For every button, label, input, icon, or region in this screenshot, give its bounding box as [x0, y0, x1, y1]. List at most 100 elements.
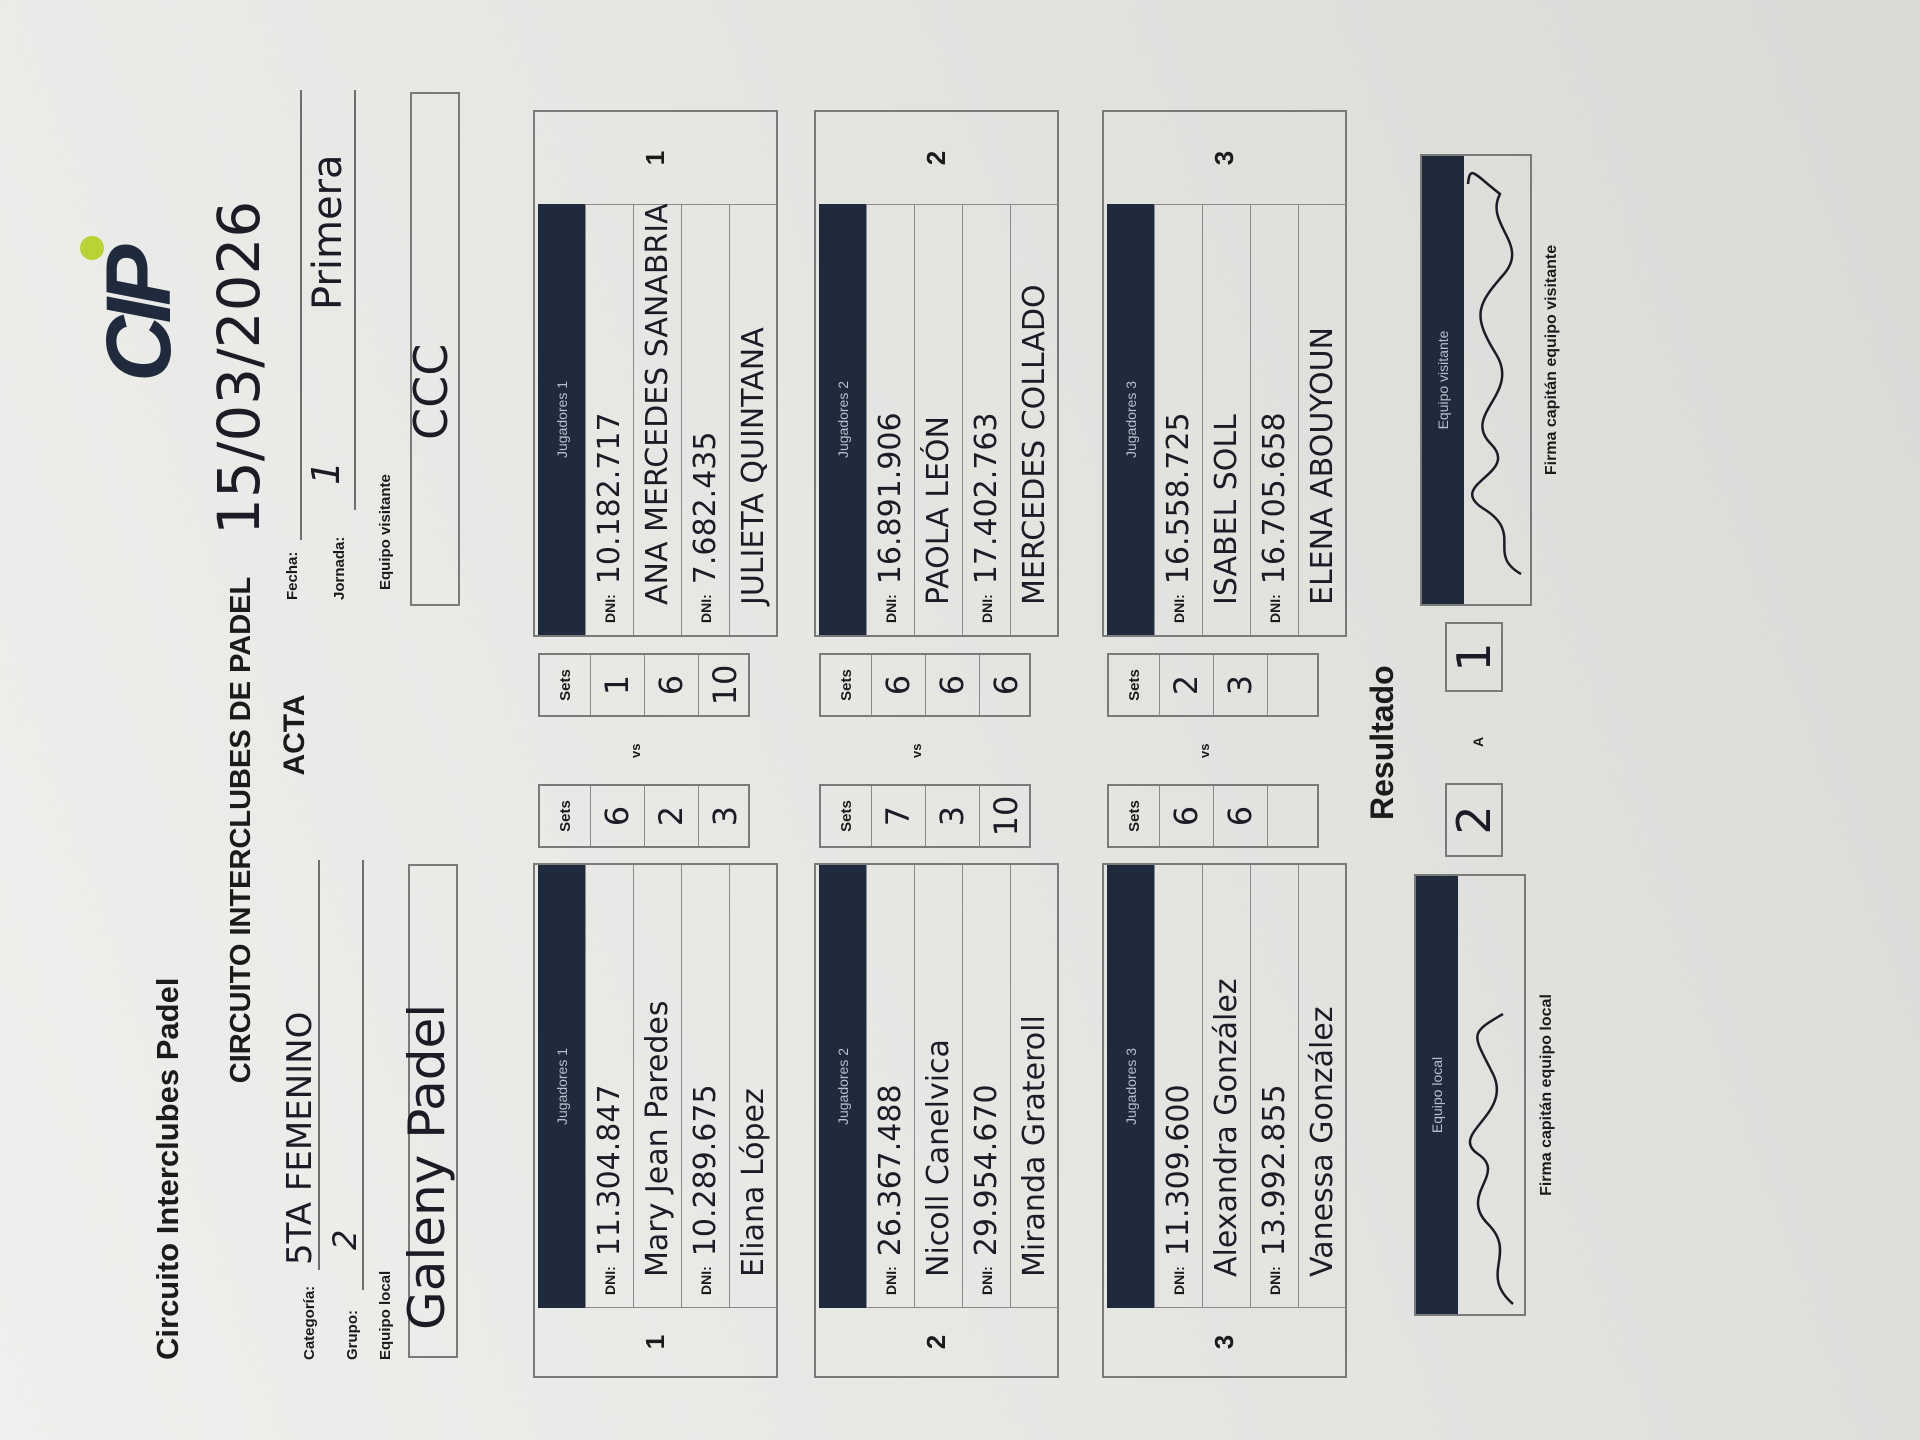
fecha-label: Fecha:	[284, 551, 301, 600]
player-name-row[interactable]: PAOLA LEÓN	[914, 204, 962, 635]
set-score[interactable]	[1267, 786, 1321, 846]
set-score[interactable]: 6	[1159, 786, 1213, 846]
player-name-row[interactable]: JULIETA QUINTANA	[729, 204, 777, 635]
sets-header: Sets	[556, 800, 574, 832]
player-name-row[interactable]: Miranda Grateroll	[1010, 865, 1058, 1308]
dni-label: DNI:	[882, 594, 899, 623]
set-score[interactable]: 3	[1213, 655, 1267, 715]
dni-value: 7.682.435	[688, 431, 723, 585]
categoria-value[interactable]: 5TA FEMENINO	[280, 1011, 320, 1265]
match-number: 1	[640, 150, 670, 166]
dni-row[interactable]: DNI: 10.182.717	[585, 204, 633, 635]
dni-row[interactable]: DNI: 13.992.855	[1250, 865, 1298, 1308]
player-name-row[interactable]: ELENA ABOUYOUN	[1298, 204, 1346, 635]
dni-row[interactable]: DNI: 17.402.763	[962, 204, 1010, 635]
main-title: CIRCUITO INTERCLUBES DE PADEL	[225, 576, 257, 1084]
dni-row[interactable]: DNI: 16.891.906	[866, 204, 914, 635]
set-score[interactable]: 2	[1159, 655, 1213, 715]
jornada-extra[interactable]: Primera	[305, 154, 351, 310]
vs-label: vs	[1197, 743, 1212, 758]
player-name-row[interactable]: Eliana López	[729, 865, 777, 1308]
categoria-label: Categoría:	[301, 1285, 318, 1360]
cip-logo-icon: CIP	[80, 236, 190, 382]
signature-local-box[interactable]: Equipo local	[1414, 874, 1526, 1316]
result-local-box[interactable]: 2	[1445, 783, 1503, 857]
dni-label: DNI:	[1266, 1266, 1283, 1295]
sets-header: Sets	[837, 669, 855, 701]
sets-header: Sets	[556, 669, 574, 701]
player-name-row[interactable]: Mary Jean Paredes	[633, 865, 681, 1308]
result-local-value: 2	[1446, 805, 1501, 835]
set-score[interactable]: 1	[590, 655, 644, 715]
set-score[interactable]: 3	[925, 786, 979, 846]
set-score[interactable]: 6	[979, 655, 1033, 715]
fecha-value[interactable]: 15/03/2026	[205, 200, 273, 535]
player-name: Miranda Grateroll	[1017, 1015, 1052, 1277]
dni-value: 11.309.600	[1161, 1084, 1196, 1257]
set-score[interactable]: 6	[871, 655, 925, 715]
dni-row[interactable]: DNI:7.682.435	[681, 204, 729, 635]
dni-value: 17.402.763	[969, 412, 1004, 585]
player-name: ISABEL SOLL	[1209, 414, 1244, 605]
player-name: Eliana López	[736, 1088, 771, 1277]
player-name: JULIETA QUINTANA	[736, 327, 771, 605]
set-score[interactable]: 3	[698, 786, 752, 846]
dni-row[interactable]: DNI:11.309.600	[1154, 865, 1202, 1308]
signature-visitor-header: Equipo visitante	[1422, 156, 1464, 604]
grupo-value[interactable]: 2	[326, 1229, 364, 1250]
player-name-row[interactable]: Vanessa González	[1298, 865, 1346, 1308]
result-separator: A	[1470, 736, 1486, 747]
set-score[interactable]: 6	[925, 655, 979, 715]
dni-label: DNI:	[601, 594, 618, 623]
cip-logo: CIP	[70, 230, 190, 390]
dni-row[interactable]: DNI:29.954.670	[962, 865, 1010, 1308]
player-name: Alexandra González	[1209, 978, 1244, 1277]
set-score[interactable]: 10	[698, 655, 752, 715]
set-score[interactable]: 7	[871, 786, 925, 846]
visitor-players-header: Jugadores 3	[1107, 204, 1154, 635]
dni-value: 13.992.855	[1257, 1084, 1292, 1257]
dni-row[interactable]: DNI:11.304.847	[585, 865, 633, 1308]
set-score[interactable]: 6	[1213, 786, 1267, 846]
player-name-row[interactable]: ISABEL SOLL	[1202, 204, 1250, 635]
dni-label: DNI:	[1266, 594, 1283, 623]
local-players-header: Jugadores 1	[538, 865, 585, 1308]
player-name-row[interactable]: Nicoll Canelvica	[914, 865, 962, 1308]
player-name-row[interactable]: Alexandra González	[1202, 865, 1250, 1308]
match-number: 3	[1209, 1334, 1239, 1350]
signature-visitor-box[interactable]: Equipo visitante	[1420, 154, 1532, 606]
set-score[interactable]: 6	[644, 655, 698, 715]
set-score[interactable]: 10	[979, 786, 1033, 846]
match-number: 3	[1209, 150, 1239, 166]
dni-value: 16.891.906	[873, 412, 908, 585]
local-players-header: Jugadores 2	[819, 865, 866, 1308]
player-name-row[interactable]: MERCEDES COLLADO	[1010, 204, 1058, 635]
dni-value: 10.182.717	[592, 412, 627, 585]
sets-header: Sets	[1125, 669, 1143, 701]
set-score[interactable]	[1267, 655, 1321, 715]
set-score[interactable]: 2	[644, 786, 698, 846]
match-number: 2	[921, 150, 951, 166]
result-visitor-box[interactable]: 1	[1445, 622, 1503, 692]
player-name-row[interactable]: ANA MERCEDES SANABRIA	[633, 203, 681, 635]
vs-label: vs	[628, 743, 643, 758]
dni-row[interactable]: DNI:16.558.725	[1154, 204, 1202, 635]
dni-row[interactable]: DNI:26.367.488	[866, 865, 914, 1308]
dni-value: 29.954.670	[969, 1084, 1004, 1257]
grupo-line	[362, 860, 364, 1290]
dni-row[interactable]: DNI:16.705.658	[1250, 204, 1298, 635]
player-name: Nicoll Canelvica	[921, 1039, 956, 1277]
dni-label: DNI:	[978, 594, 995, 623]
dni-label: DNI:	[882, 1266, 899, 1295]
jornada-value[interactable]: 1	[304, 460, 348, 485]
set-score[interactable]: 6	[590, 786, 644, 846]
match-number: 2	[921, 1334, 951, 1350]
dni-row[interactable]: DNI:10.289.675	[681, 865, 729, 1308]
